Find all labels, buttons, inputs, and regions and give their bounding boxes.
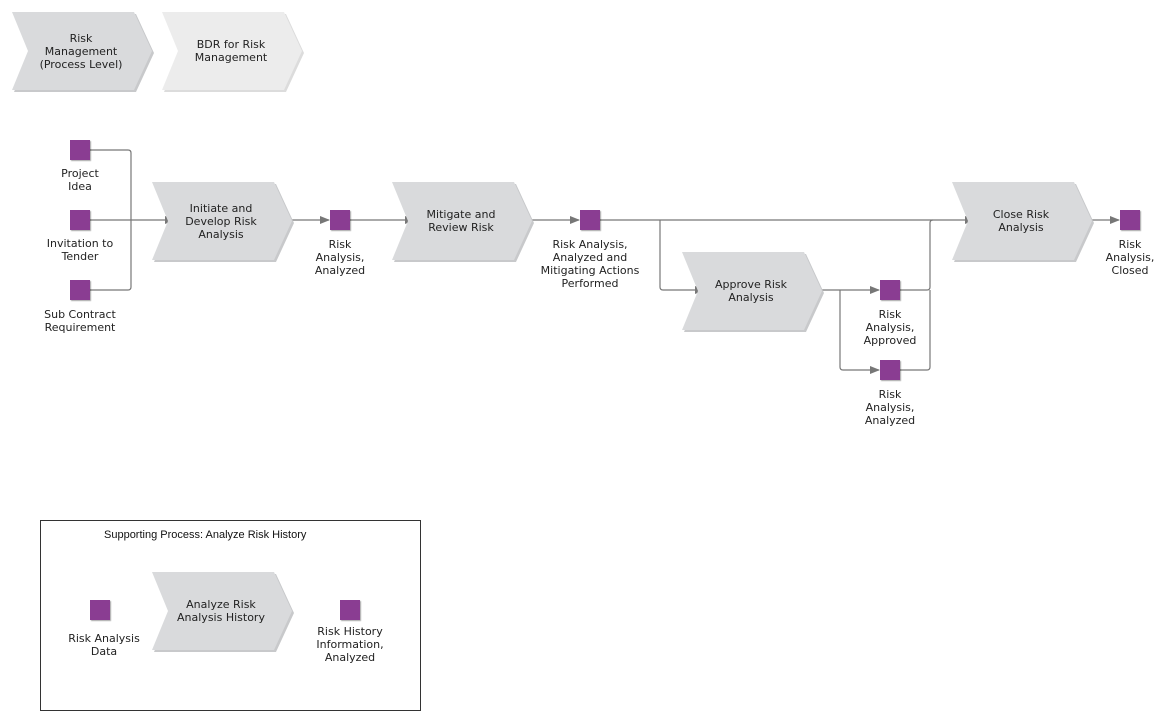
chevron-shape (12, 12, 154, 92)
function-label: Approve Risk Analysis (714, 278, 788, 304)
supporting-process-title: Supporting Process: Analyze Risk History (104, 529, 307, 541)
connector-event-approve (659, 220, 705, 294)
connector-project-idea (90, 149, 132, 220)
event-risk-analysis-approved[interactable] (880, 280, 900, 300)
event-invitation-tender[interactable] (70, 210, 90, 230)
function-mitigate[interactable]: Mitigate and Review Risk (390, 180, 534, 262)
connector-approved-close (900, 219, 934, 291)
event-label: Risk Analysis, Analyzed (864, 388, 916, 427)
chevron-shape (952, 182, 1094, 262)
event-risk-analysis-closed[interactable] (1120, 210, 1140, 230)
event-risk-history-analyzed[interactable] (340, 600, 360, 620)
function-initiate[interactable]: Initiate and Develop Risk Analysis (150, 180, 294, 262)
function-close[interactable]: Close Risk Analysis (950, 180, 1094, 262)
event-label: Project Idea (61, 167, 99, 193)
function-label: Initiate and Develop Risk Analysis (185, 201, 257, 241)
event-analyzed-mitigating[interactable] (580, 210, 600, 230)
process-link-risk-management[interactable]: Risk Management (Process Level) (10, 10, 154, 92)
connector-analyzed-close (900, 290, 931, 371)
function-label: Close Risk Analysis (992, 208, 1050, 234)
chevron-shape (152, 182, 294, 262)
event-label: Risk Analysis, Analyzed and Mitigating A… (540, 238, 640, 290)
chevron-shape (162, 12, 304, 92)
process-link-bdr[interactable]: BDR for Risk Management (160, 10, 304, 92)
event-risk-analysis-data[interactable] (90, 600, 110, 620)
event-label: Risk Analysis, Closed (1105, 238, 1155, 277)
function-label: Analyze Risk Analysis History (177, 598, 265, 624)
connector-sub-contract (90, 220, 132, 291)
event-label: Sub Contract Requirement (44, 308, 116, 334)
event-project-idea[interactable] (70, 140, 90, 160)
process-link-label: Risk Management (Process Level) (39, 31, 123, 71)
chevron-shape (682, 252, 824, 332)
chevron-shape (392, 182, 534, 262)
event-label: Risk Analysis, Approved (863, 308, 917, 347)
event-risk-analysis-analyzed[interactable] (330, 210, 350, 230)
function-approve[interactable]: Approve Risk Analysis (680, 250, 824, 332)
process-link-label: BDR for Risk Management (194, 38, 268, 64)
event-label: Risk Analysis, Analyzed (314, 238, 366, 277)
event-sub-contract[interactable] (70, 280, 90, 300)
chevron-shape (152, 572, 294, 652)
connector-approve-analyzed (839, 290, 880, 374)
function-analyze-history[interactable]: Analyze Risk Analysis History (150, 570, 294, 652)
function-label: Mitigate and Review Risk (426, 208, 496, 234)
event-risk-analysis-analyzed-2[interactable] (880, 360, 900, 380)
event-label: Risk Analysis Data (68, 632, 140, 658)
event-label: Invitation to Tender (46, 237, 114, 263)
event-label: Risk History Information, Analyzed (316, 625, 384, 664)
